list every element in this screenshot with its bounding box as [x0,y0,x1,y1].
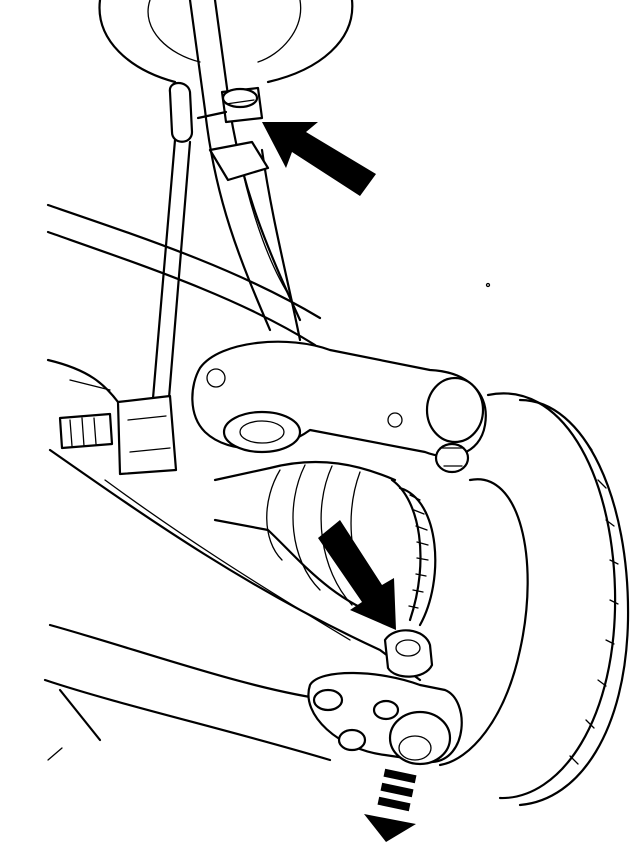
upper-nut-arrow [262,122,376,196]
upper-control-arm [191,340,487,474]
push-direction-arrow [364,768,417,842]
detail-strokes [47,282,491,761]
lower-control-arm [43,448,463,766]
stabilizer-bar [46,203,322,404]
abs-ring [398,486,437,627]
brake-disc [438,392,630,807]
stabilizer-link [58,81,270,476]
lower-nut-arrow [318,520,396,630]
coil-spring [98,0,354,84]
